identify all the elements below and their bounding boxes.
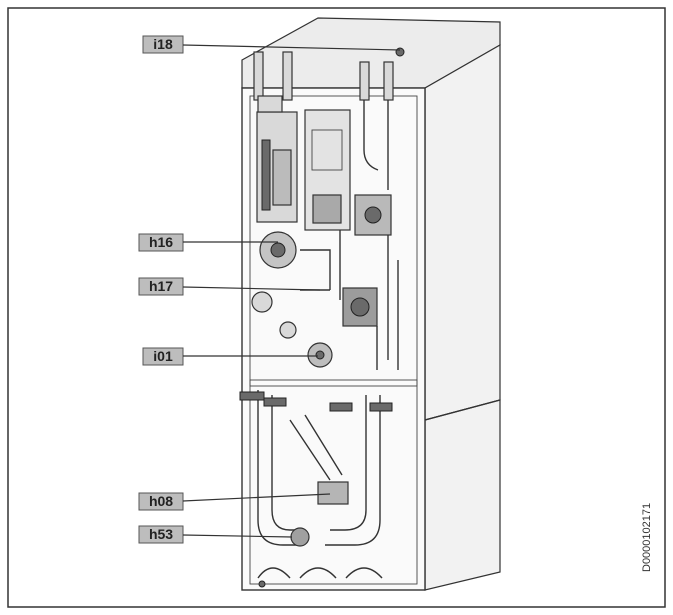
relay-block (257, 95, 283, 113)
right-pump-upper-rotor (364, 206, 382, 224)
base-feet (257, 567, 383, 579)
callout-h53: h53 (138, 525, 293, 544)
pipe-loop-right (325, 395, 381, 546)
coupling-3 (329, 402, 353, 412)
diagram-frame (7, 7, 666, 608)
pipe-right-upper (363, 100, 389, 190)
gauge-left-lower (279, 321, 297, 339)
terminal-strip (261, 139, 271, 211)
pipe-top-4 (383, 61, 394, 101)
pipe-loop-right-inner (330, 395, 367, 531)
pipe-top-3 (359, 61, 370, 101)
central-valve-block (312, 194, 342, 224)
callout-h08: h08 (138, 492, 331, 511)
label-h53: h53 (149, 526, 173, 542)
label-i01: i01 (153, 348, 173, 364)
separator-plate (249, 379, 418, 387)
pipe-loop-left-inner (271, 395, 305, 531)
side-panel-upper (424, 43, 501, 421)
vent-top (395, 47, 405, 57)
valve-i01-center (315, 350, 325, 360)
coupling-4 (369, 402, 393, 412)
control-display (272, 149, 292, 206)
label-h17: h17 (149, 278, 173, 294)
pipe-top-1 (253, 51, 264, 101)
pipe-top-2 (282, 51, 293, 101)
central-module-panel (311, 129, 343, 171)
callout-h17: h17 (138, 277, 321, 296)
coupling-1 (239, 391, 265, 401)
pump-h16-center (270, 242, 286, 258)
appliance-illustration (239, 17, 501, 591)
callout-i18: i18 (142, 35, 401, 54)
filter-h08 (317, 481, 349, 505)
panel-seam (424, 399, 501, 421)
coupling-2 (263, 397, 287, 407)
pipe-right-middle (376, 235, 399, 370)
drain-valve-h53 (290, 527, 310, 547)
label-h08: h08 (149, 493, 173, 509)
pipe-diagonal (289, 414, 343, 481)
callout-h16: h16 (138, 233, 278, 252)
front-inner-frame (249, 95, 418, 585)
label-h16: h16 (149, 234, 173, 250)
callout-i01: i01 (142, 347, 318, 366)
pipe-loop-left (257, 390, 300, 546)
side-panel-lower (424, 399, 501, 591)
foot-screw (258, 580, 266, 588)
gauge-left (251, 291, 273, 313)
pump-right-middle-rotor (350, 297, 370, 317)
label-i18: i18 (153, 36, 173, 52)
document-id: D0000102171 (641, 503, 653, 572)
